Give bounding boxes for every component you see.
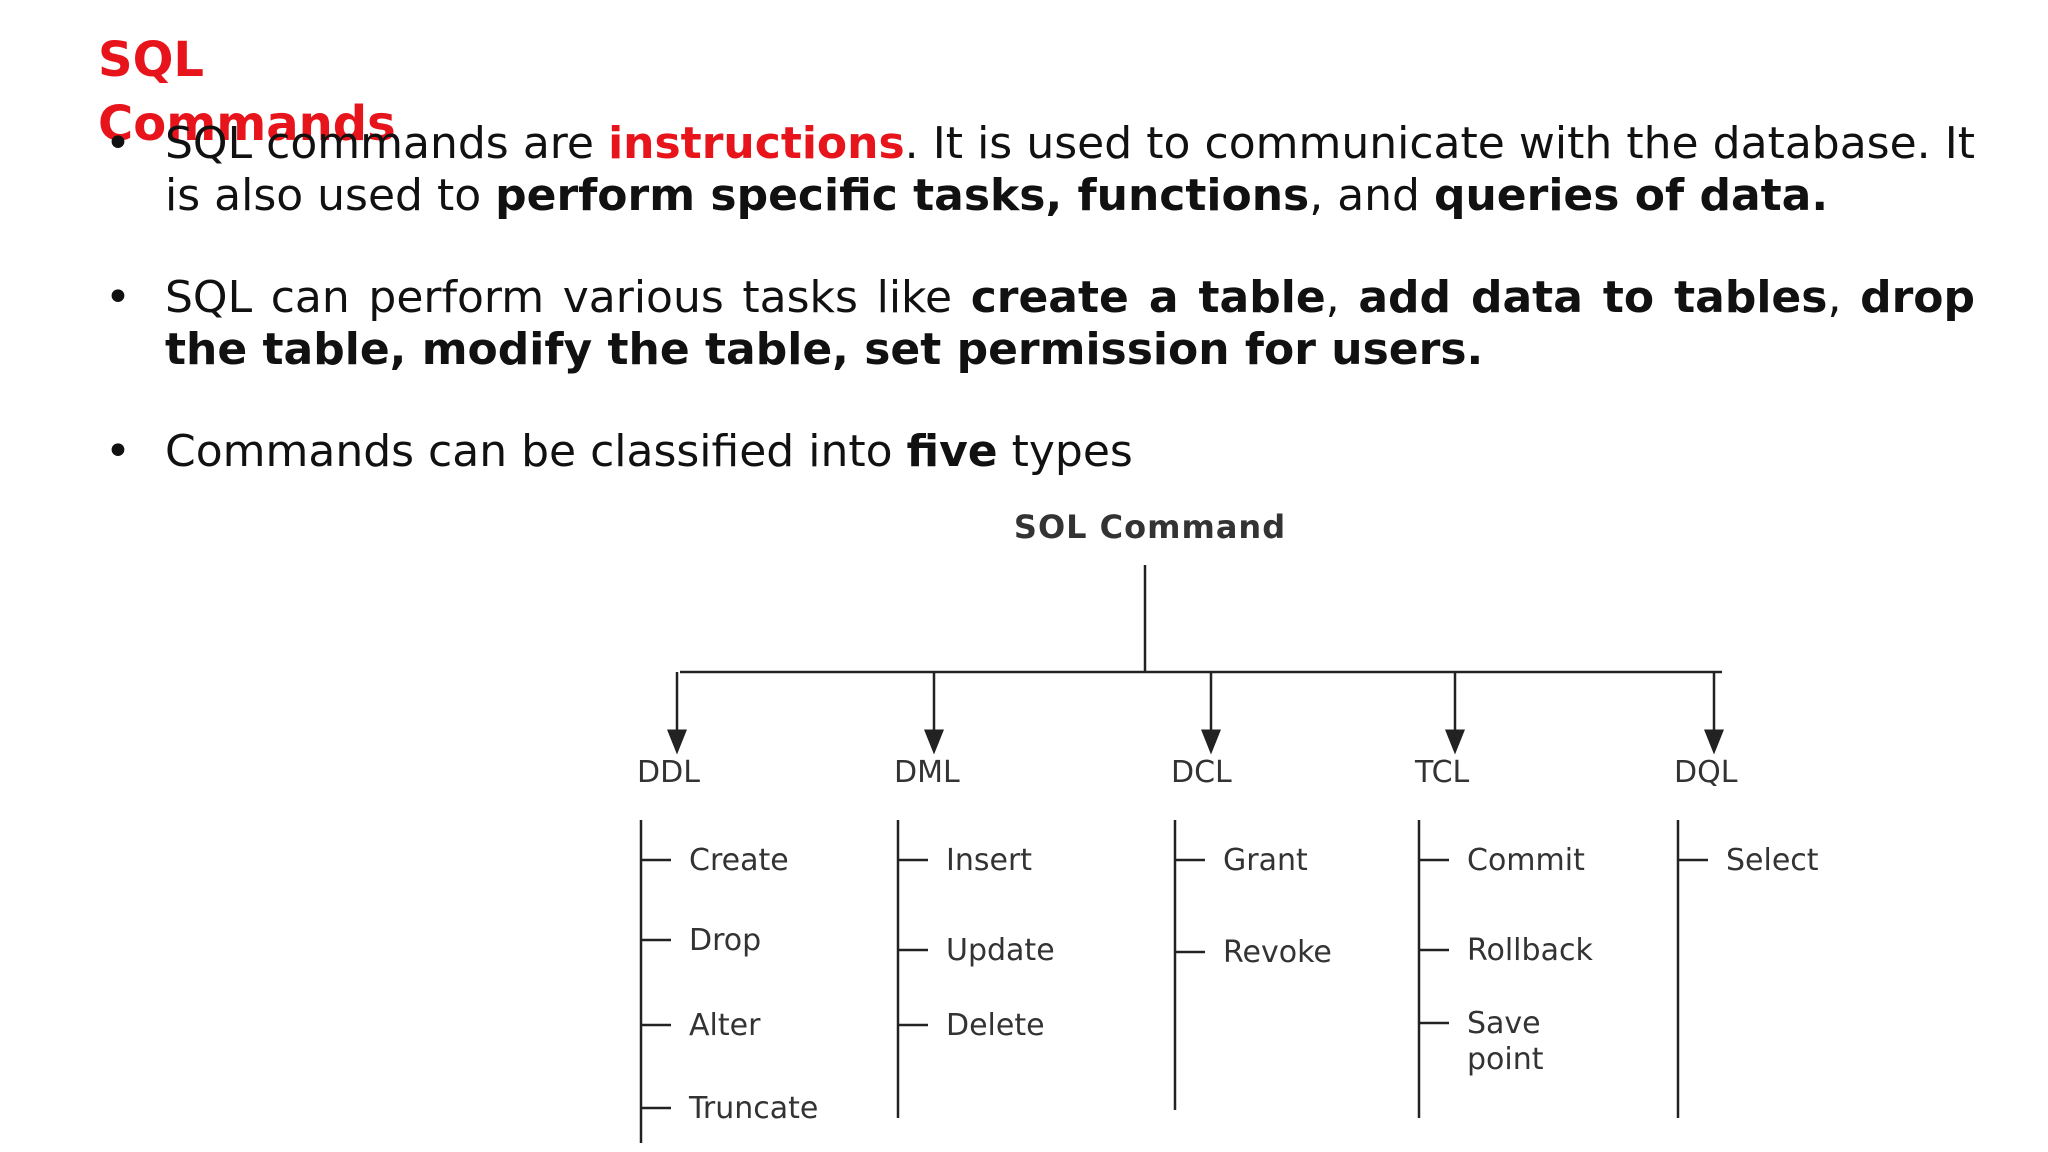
category-label-dml: DML xyxy=(894,755,960,790)
category-label-ddl: DDL xyxy=(637,755,700,790)
bullet-text: SQL can perform various tasks like creat… xyxy=(165,272,1975,375)
bullet-text: Commands can be classified into five typ… xyxy=(165,426,1133,477)
bullet-dot-icon: • xyxy=(105,426,131,477)
item-label-grant: Grant xyxy=(1223,843,1308,878)
bullet-text: SQL commands are instructions. It is use… xyxy=(165,118,1975,221)
slide-title: SQL Commands xyxy=(98,32,396,152)
bullet-dot-icon: • xyxy=(105,272,131,323)
item-label-truncate: Truncate xyxy=(688,1091,818,1126)
item-label-alter: Alter xyxy=(689,1008,761,1043)
bullet-item: • SQL commands are instructions. It is u… xyxy=(105,118,1975,222)
item-label-create: Create xyxy=(689,843,789,878)
category-label-dcl: DCL xyxy=(1171,755,1232,790)
bullet-item: • Commands can be classified into five t… xyxy=(105,426,1975,478)
category-label-tcl: TCL xyxy=(1414,755,1470,790)
bullet-dot-icon: • xyxy=(105,118,131,169)
item-label-update: Update xyxy=(946,933,1055,968)
item-label-insert: Insert xyxy=(946,843,1032,878)
bullet-list: • SQL commands are instructions. It is u… xyxy=(105,118,1975,528)
item-label-revoke: Revoke xyxy=(1223,935,1332,970)
item-label-drop: Drop xyxy=(689,923,761,958)
category-label-dql: DQL xyxy=(1674,755,1738,790)
item-label-select: Select xyxy=(1726,843,1819,878)
item-label-rollback: Rollback xyxy=(1467,933,1593,968)
item-label-delete: Delete xyxy=(946,1008,1045,1043)
bullet-item: • SQL can perform various tasks like cre… xyxy=(105,272,1975,376)
item-label-commit: Commit xyxy=(1467,843,1585,878)
